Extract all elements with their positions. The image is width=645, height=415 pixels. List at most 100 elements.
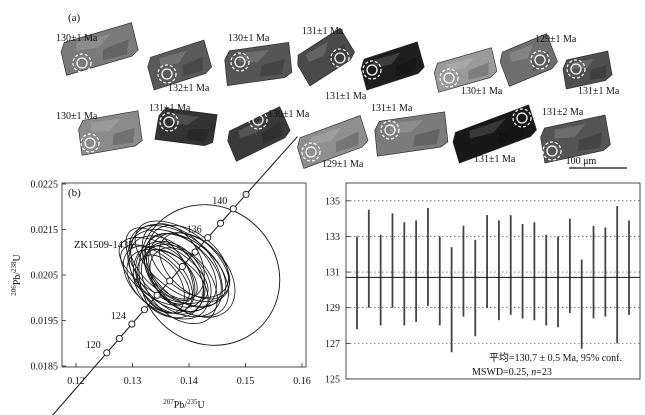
- laser-spot-inner: [546, 145, 558, 157]
- grain-image: 130±1 Ma: [224, 33, 293, 87]
- x-tick-label: 0.14: [180, 376, 198, 387]
- laser-spot-outer: [157, 64, 177, 84]
- zircon-cl-images-panel: (a) 130±1 Ma 132±1 Ma 130±1 Ma 131±1 Ma 131±…: [56, 12, 627, 170]
- laser-spot-outer: [530, 50, 550, 70]
- laser-spot-inner: [76, 57, 88, 69]
- grain-age-label: 130±1 Ma: [461, 86, 503, 97]
- grain-age-label: 131±2 Ma: [542, 107, 584, 118]
- grain-image: 131±1 Ma: [562, 50, 620, 97]
- grain-age-label: 131±1 Ma: [474, 154, 516, 165]
- x-tick-label: 0.15: [237, 376, 255, 387]
- grain-image: 130±1 Ma: [56, 110, 143, 156]
- grain-age-label: 130±1 Ma: [228, 33, 270, 44]
- laser-spot-inner: [534, 54, 546, 66]
- mean-y-tick-label: 125: [325, 375, 340, 386]
- grain-age-label: 130±1 Ma: [268, 109, 310, 120]
- grain-image: 130±1 Ma: [56, 22, 139, 76]
- laser-spot-inner: [334, 52, 346, 64]
- laser-spot-outer: [362, 60, 382, 80]
- outlier-error-ellipse: [138, 204, 281, 346]
- grain-image: 130±1 Ma: [227, 106, 310, 162]
- grain-images: 130±1 Ma 132±1 Ma 130±1 Ma 131±1 Ma 131±1 Ma…: [56, 22, 620, 170]
- error-ellipse: [141, 244, 218, 325]
- error-ellipse: [135, 245, 196, 314]
- laser-spot-outer: [159, 112, 179, 132]
- concordia-age-marker: [166, 277, 174, 285]
- concordia-age-marker: [242, 190, 250, 198]
- concordia-age-label: 140: [212, 196, 227, 207]
- laser-spot-inner: [252, 114, 264, 126]
- grain-image: 129±1 Ma: [297, 115, 369, 170]
- grain-age-label: 130±1 Ma: [56, 111, 98, 122]
- laser-spot-inner: [516, 112, 528, 124]
- grain-image: 131±2 Ma: [540, 107, 611, 164]
- mean-age-caption: 平均=130.7 ± 0.5 Ma, 95% conf.: [489, 352, 622, 364]
- concordia-age-marker: [153, 291, 161, 299]
- laser-spot-inner: [163, 116, 175, 128]
- error-ellipses: [118, 204, 281, 346]
- concordia-age-marker: [103, 349, 111, 357]
- grain-age-label: 129±1 Ma: [535, 34, 577, 45]
- laser-spot-outer: [542, 141, 562, 161]
- concordia-x-ticks: 0.12 0.13 0.14 0.15 0.16: [67, 363, 311, 387]
- x-tick-label: 0.13: [124, 376, 142, 387]
- panel-a-label: (a): [68, 12, 81, 24]
- laser-spot-outer: [80, 133, 100, 153]
- grain-age-label: 132±1 Ma: [168, 83, 210, 94]
- grain-image: 131±1 Ma: [371, 103, 449, 157]
- grain-image: 131±1 Ma: [325, 41, 425, 102]
- grain-age-label: 131±1 Ma: [578, 86, 620, 97]
- x-tick-label: 0.16: [293, 376, 311, 387]
- concordia-age-marker: [140, 306, 149, 314]
- x-tick-label: 0.12: [67, 376, 85, 387]
- error-ellipse: [130, 223, 223, 318]
- mean-plot-gridlines: [346, 200, 640, 344]
- sample-label: ZK1509-1435: [74, 240, 134, 251]
- mean-y-tick-label: 135: [325, 196, 340, 207]
- grain-image: 131±1 Ma: [297, 26, 355, 87]
- error-ellipse: [125, 227, 194, 305]
- grain-age-label: 131±1 Ma: [149, 103, 191, 114]
- laser-spot-outer: [72, 53, 92, 73]
- grain-age-label: 131±1 Ma: [371, 103, 413, 114]
- concordia-age-marker: [128, 320, 136, 328]
- concordia-age-marker: [204, 234, 212, 242]
- age-error-bars: [356, 206, 630, 353]
- grain-age-label: 131±1 Ma: [325, 91, 367, 102]
- concordia-age-marker: [191, 248, 199, 256]
- laser-spot-outer: [230, 52, 250, 72]
- scale-bar-label: 100 μm: [566, 156, 597, 167]
- y-tick-label: 0.0185: [31, 362, 59, 373]
- laser-spot-inner: [305, 146, 317, 158]
- concordia-age-marker: [115, 334, 123, 343]
- concordia-age-marker: [229, 205, 237, 213]
- concordia-age-marker: [216, 219, 225, 227]
- laser-spot-outer: [301, 142, 321, 162]
- laser-spot-outer: [330, 48, 350, 68]
- laser-spot-inner: [366, 64, 378, 76]
- laser-spot-inner: [570, 63, 582, 75]
- concordia-age-marker: [178, 262, 186, 271]
- grain-image: 130±1 Ma: [433, 47, 503, 97]
- mean-y-tick-label: 127: [325, 339, 340, 350]
- laser-spot-inner: [161, 68, 173, 80]
- grain-image: 131±1 Ma: [452, 104, 537, 165]
- laser-spot-outer: [380, 120, 400, 140]
- grain-image: 129±1 Ma: [499, 33, 577, 87]
- mswd-caption: MSWD=0.25, n=23: [472, 367, 552, 378]
- mean-y-tick-label: 131: [325, 268, 340, 279]
- concordia-y-axis-label: 206Pb/238U: [10, 253, 23, 295]
- laser-spot-inner: [443, 72, 455, 84]
- laser-spot-outer: [248, 110, 268, 130]
- mean-y-tick-label: 133: [325, 232, 340, 243]
- concordia-line: [52, 136, 298, 415]
- concordia-x-axis-label: 207Pb/235U: [163, 398, 205, 411]
- error-ellipse: [148, 232, 236, 318]
- grain-age-label: 130±1 Ma: [56, 33, 98, 44]
- grain-image: 131±1 Ma: [149, 103, 218, 146]
- y-tick-label: 0.0205: [31, 271, 59, 282]
